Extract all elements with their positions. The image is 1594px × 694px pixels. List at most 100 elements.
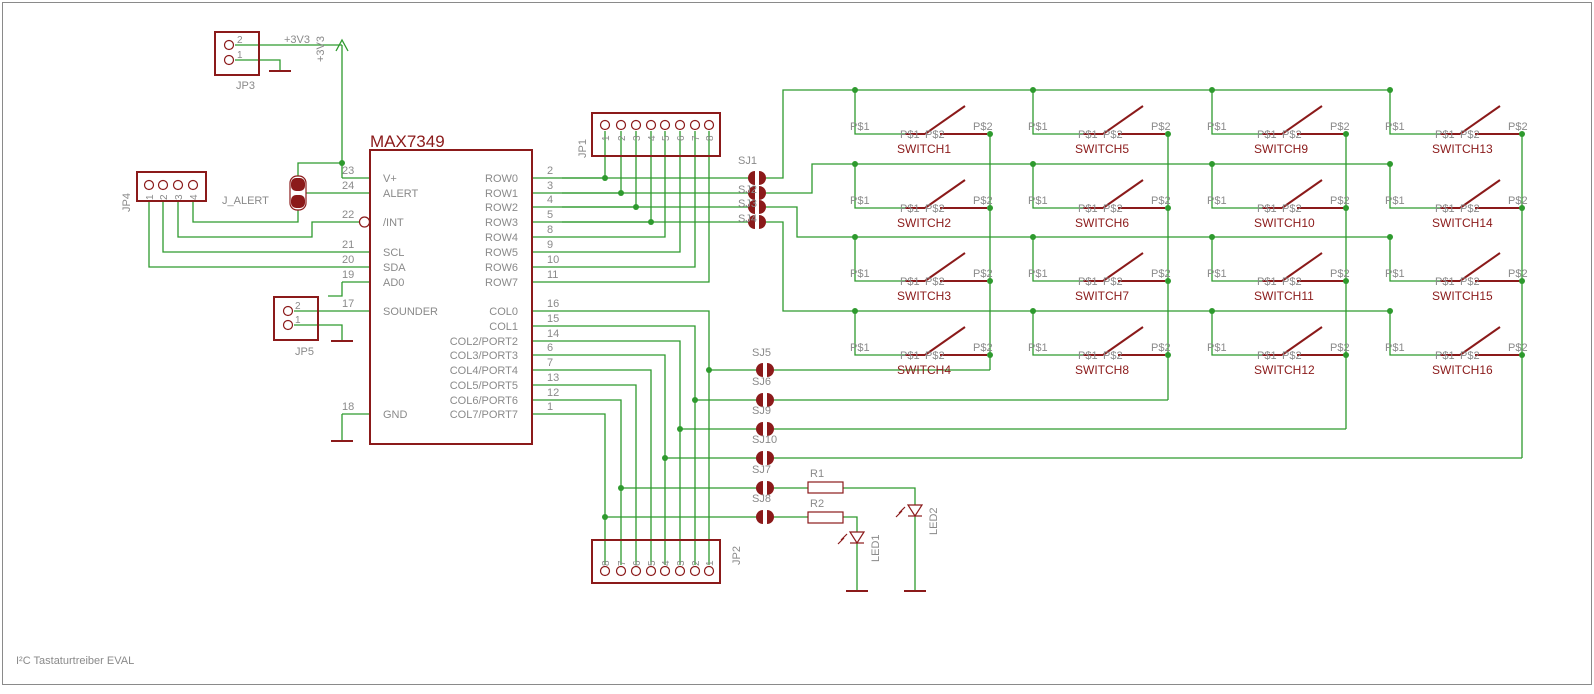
solder-jumper-label: SJ8 bbox=[752, 493, 771, 505]
connector-pin-number: 1 bbox=[145, 194, 156, 200]
junction-dot bbox=[618, 190, 624, 196]
solder-jumper-label: SJ5 bbox=[752, 347, 771, 359]
switch-pin-label: P$1 bbox=[850, 195, 870, 207]
switch-net bbox=[854, 311, 905, 356]
resistor-label: R2 bbox=[810, 498, 824, 510]
connector-pin bbox=[674, 119, 686, 131]
switch-pin-label: P$2 bbox=[1282, 203, 1302, 215]
junction-dot bbox=[1209, 161, 1215, 167]
ic-right-pin-name: ROW0 bbox=[485, 173, 518, 185]
switch-lever bbox=[924, 252, 966, 282]
junction-dot bbox=[648, 219, 654, 225]
switch-lever bbox=[1102, 252, 1144, 282]
switch-label: SWITCH1 bbox=[897, 142, 951, 156]
led-net bbox=[843, 487, 916, 505]
switch-pin-label: P$2 bbox=[973, 121, 993, 133]
ic-right-pin-name: COL2/PORT2 bbox=[450, 336, 518, 348]
junction-dot bbox=[602, 175, 608, 181]
ic-right-pin-name: COL4/PORT4 bbox=[450, 365, 518, 377]
junction-dot bbox=[1209, 308, 1215, 314]
scl-net bbox=[162, 201, 342, 253]
led-net bbox=[843, 516, 858, 532]
solder-jumper-label: SJ1 bbox=[738, 155, 757, 167]
connector-pin bbox=[599, 565, 611, 577]
switch-pin-label: P$1 bbox=[1257, 129, 1277, 141]
switch-net bbox=[854, 237, 905, 282]
switch-pin-label: P$2 bbox=[973, 195, 993, 207]
jumper-pad bbox=[291, 195, 305, 208]
connector-pin-number: 2 bbox=[237, 35, 243, 46]
connector-pin-number: 3 bbox=[174, 194, 185, 200]
connector-pin bbox=[630, 565, 642, 577]
switch-pin-label: P$2 bbox=[1151, 342, 1171, 354]
ic-left-pin-number: 24 bbox=[342, 180, 354, 192]
connector-pin-number: 8 bbox=[601, 560, 612, 566]
resistor-r1 bbox=[807, 481, 844, 494]
ic-right-pin-number: 10 bbox=[547, 254, 559, 266]
junction-dot bbox=[852, 234, 858, 240]
connector-label: JP1 bbox=[577, 139, 589, 158]
row-bus bbox=[764, 206, 1390, 238]
connector-pin bbox=[645, 565, 657, 577]
ic-right-pin-number: 1 bbox=[547, 401, 553, 413]
switch-net bbox=[1211, 90, 1262, 135]
switch-pin-label: P$2 bbox=[1151, 268, 1171, 280]
solder-jumper-label: SJ9 bbox=[752, 405, 771, 417]
solder-jumper-pad bbox=[748, 171, 755, 185]
junction-dot bbox=[1343, 205, 1349, 211]
ic-right-pin-number: 7 bbox=[547, 357, 553, 369]
connector-pin-number: 1 bbox=[295, 315, 301, 326]
switch-lever bbox=[924, 179, 966, 209]
ic-left-pin-name: GND bbox=[383, 409, 408, 421]
solder-jumper-pad bbox=[756, 393, 763, 407]
led-triangle bbox=[848, 531, 866, 545]
switch-net bbox=[1389, 237, 1440, 282]
junction-dot bbox=[1343, 352, 1349, 358]
switch-label: SWITCH2 bbox=[897, 216, 951, 230]
junction-dot bbox=[677, 426, 683, 432]
sda-net bbox=[148, 201, 342, 268]
ic-right-pin-number: 9 bbox=[547, 239, 553, 251]
switch-pin-label: P$2 bbox=[1282, 276, 1302, 288]
solder-jumper-pad bbox=[767, 451, 774, 465]
row-bus bbox=[764, 89, 1390, 179]
junctions bbox=[339, 87, 1525, 520]
ic-right-pin-number: 12 bbox=[547, 387, 559, 399]
ic-left-pin-number: 20 bbox=[342, 254, 354, 266]
ic-right-pin-number: 2 bbox=[547, 165, 553, 177]
connector-label: JP4 bbox=[121, 193, 133, 212]
ic-left-pin-number: 19 bbox=[342, 269, 354, 281]
junction-dot bbox=[1387, 308, 1393, 314]
junction-dot bbox=[1165, 131, 1171, 137]
connector-jp4 bbox=[136, 171, 207, 202]
switch-label: SWITCH5 bbox=[1075, 142, 1129, 156]
junction-dot bbox=[987, 131, 993, 137]
connector-pin-number: 4 bbox=[189, 194, 200, 200]
row-net bbox=[562, 131, 696, 268]
junction-dot bbox=[1030, 308, 1036, 314]
switch-pin-label: P$1 bbox=[900, 350, 920, 362]
column-net bbox=[562, 325, 696, 565]
jumper-alert-label: J_ALERT bbox=[222, 195, 269, 207]
junction-dot bbox=[1209, 234, 1215, 240]
ic-right-pin-name: COL3/PORT3 bbox=[450, 350, 518, 362]
connector-pin-number: 1 bbox=[237, 50, 243, 61]
switch-lever bbox=[1459, 179, 1501, 209]
solder-jumper-label: SJ7 bbox=[752, 464, 771, 476]
connector-label: JP5 bbox=[295, 346, 314, 358]
ic-right-pin-name: ROW7 bbox=[485, 277, 518, 289]
switch-pin-label: P$1 bbox=[1435, 276, 1455, 288]
wires bbox=[148, 38, 1523, 590]
column-net bbox=[562, 369, 652, 565]
connector-label: JP2 bbox=[731, 546, 743, 565]
switch-pin-label: P$1 bbox=[1257, 276, 1277, 288]
ic-left-pin-number: 17 bbox=[342, 298, 354, 310]
junction-dot bbox=[1519, 352, 1525, 358]
switch-pin-label: P$1 bbox=[1028, 121, 1048, 133]
labels: MAX734923V+24ALERT22/INT21SCL20SDA19AD01… bbox=[121, 34, 1528, 566]
ic-right-pin-number: 13 bbox=[547, 372, 559, 384]
junction-dot bbox=[602, 514, 608, 520]
switch-pin-label: P$2 bbox=[925, 203, 945, 215]
